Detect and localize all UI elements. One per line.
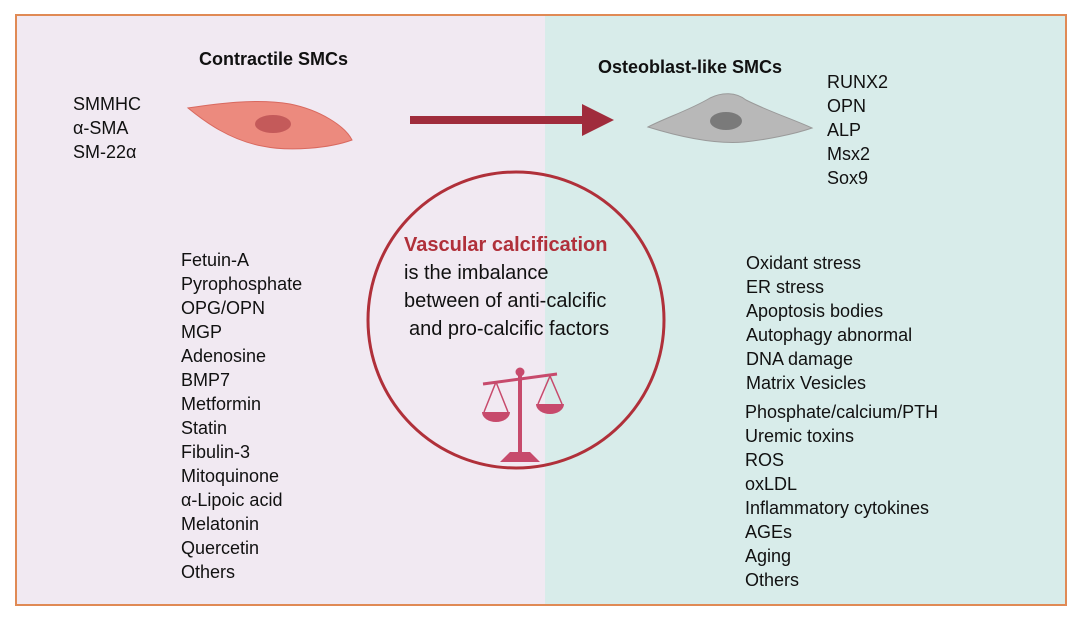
contractile-title: Contractile SMCs	[199, 49, 349, 69]
imbalance-circle	[366, 170, 666, 470]
list-item: Apoptosis bodies	[746, 301, 884, 321]
list-item: Adenosine	[181, 346, 267, 366]
list-item: Pyrophosphate	[181, 274, 303, 294]
list-item: Mitoquinone	[181, 466, 280, 486]
list-item: OPN	[827, 96, 867, 116]
pro-calcific-list: Phosphate/calcium/PTH Uremic toxins ROS …	[745, 400, 938, 592]
list-item: RUNX2	[827, 72, 889, 92]
list-item: ER stress	[746, 277, 825, 297]
list-item: Inflammatory cytokines	[745, 498, 930, 518]
osteoblast-marker-list: RUNX2 OPN ALP Msx2 Sox9	[827, 70, 888, 190]
contractile-nucleus-icon	[255, 115, 291, 133]
osteoblast-panel	[545, 16, 1065, 604]
list-item: OPG/OPN	[181, 298, 266, 318]
list-item: Phosphate/calcium/PTH	[745, 402, 939, 422]
list-item: Melatonin	[181, 514, 260, 534]
list-item: Aging	[745, 546, 792, 566]
contractile-marker-list: SMMHC α-SMA SM-22α	[73, 92, 141, 164]
list-item: Sox9	[827, 168, 869, 188]
list-item: Msx2	[827, 144, 871, 164]
list-item: MGP	[181, 322, 223, 342]
list-item: ROS	[745, 450, 785, 470]
list-item: Others	[181, 562, 236, 582]
right-arrow-icon	[582, 104, 614, 136]
list-item: Quercetin	[181, 538, 260, 558]
list-item: SM-22α	[73, 142, 137, 162]
list-item: SMMHC	[73, 94, 141, 114]
osteoblast-nucleus-icon	[710, 112, 742, 130]
list-item: Fibulin-3	[181, 442, 251, 462]
center-text-line: between of anti-calcific	[404, 290, 607, 312]
list-item: DNA damage	[746, 349, 854, 369]
list-item: Others	[745, 570, 800, 590]
osteoblast-title: Osteoblast-like SMCs	[598, 57, 783, 77]
center-text-line: and pro-calcific factors	[409, 318, 610, 340]
anti-calcific-list: Fetuin-A Pyrophosphate OPG/OPN MGP Adeno…	[181, 248, 302, 584]
list-item: AGEs	[745, 522, 793, 542]
list-item: α-Lipoic acid	[181, 490, 283, 510]
list-item: Fetuin-A	[181, 250, 250, 270]
list-item: oxLDL	[745, 474, 798, 494]
list-item: BMP7	[181, 370, 231, 390]
list-item: Matrix Vesicles	[746, 373, 867, 393]
list-item: α-SMA	[73, 118, 129, 138]
center-text-line: is the imbalance	[404, 262, 549, 284]
list-item: Statin	[181, 418, 228, 438]
list-item: ALP	[827, 120, 862, 140]
list-item: Autophagy abnormal	[746, 325, 913, 345]
list-item: Oxidant stress	[746, 253, 862, 273]
balance-scale-icon	[482, 367, 564, 462]
list-item: Metformin	[181, 394, 262, 414]
vascular-calcification-heading: Vascular calcification	[404, 234, 608, 256]
list-item: Uremic toxins	[745, 426, 855, 446]
stress-factor-list: Oxidant stress ER stress Apoptosis bodie…	[746, 251, 912, 395]
